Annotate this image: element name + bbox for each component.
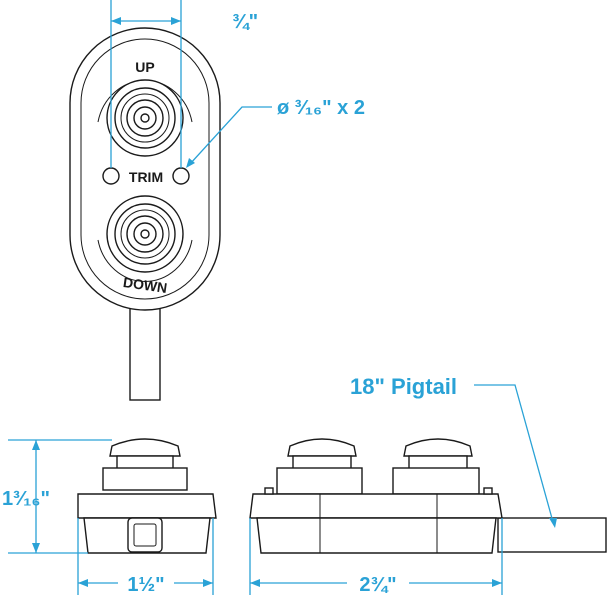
side-view-long [249,438,607,554]
trim-label: TRIM [129,169,163,185]
button-spacing-dimension: ¾" [110,0,258,168]
top-view: UP TRIM DOWN [69,27,221,401]
width-dimension: 1½" [77,518,214,596]
up-label: UP [135,59,154,75]
length-label: 2¾" [359,574,396,596]
down-button-arc [97,239,193,282]
height-label: 1³⁄₁₆" [2,488,50,510]
side-view-left [77,438,217,554]
down-label: DOWN [122,274,168,296]
length-dimension: 2¾" [249,518,503,596]
mounting-hole-left [102,167,120,185]
height-dimension: 1³⁄₁₆" [2,439,112,554]
hole-diameter-label: ø ³⁄₁₆" x 2 [277,97,365,119]
width-label: 1½" [127,574,164,596]
hole-diameter-callout: ø ³⁄₁₆" x 2 [186,97,365,168]
cable-end-left [127,517,163,553]
mounting-hole-right [172,167,190,185]
switch-body-inner [80,38,210,300]
pigtail-label: 18" Pigtail [350,374,457,399]
down-button[interactable] [106,195,184,273]
pigtail-cable-side [497,517,607,553]
up-button[interactable] [106,79,184,157]
button-spacing-label: ¾" [232,11,258,33]
pigtail-callout: 18" Pigtail [350,374,557,528]
